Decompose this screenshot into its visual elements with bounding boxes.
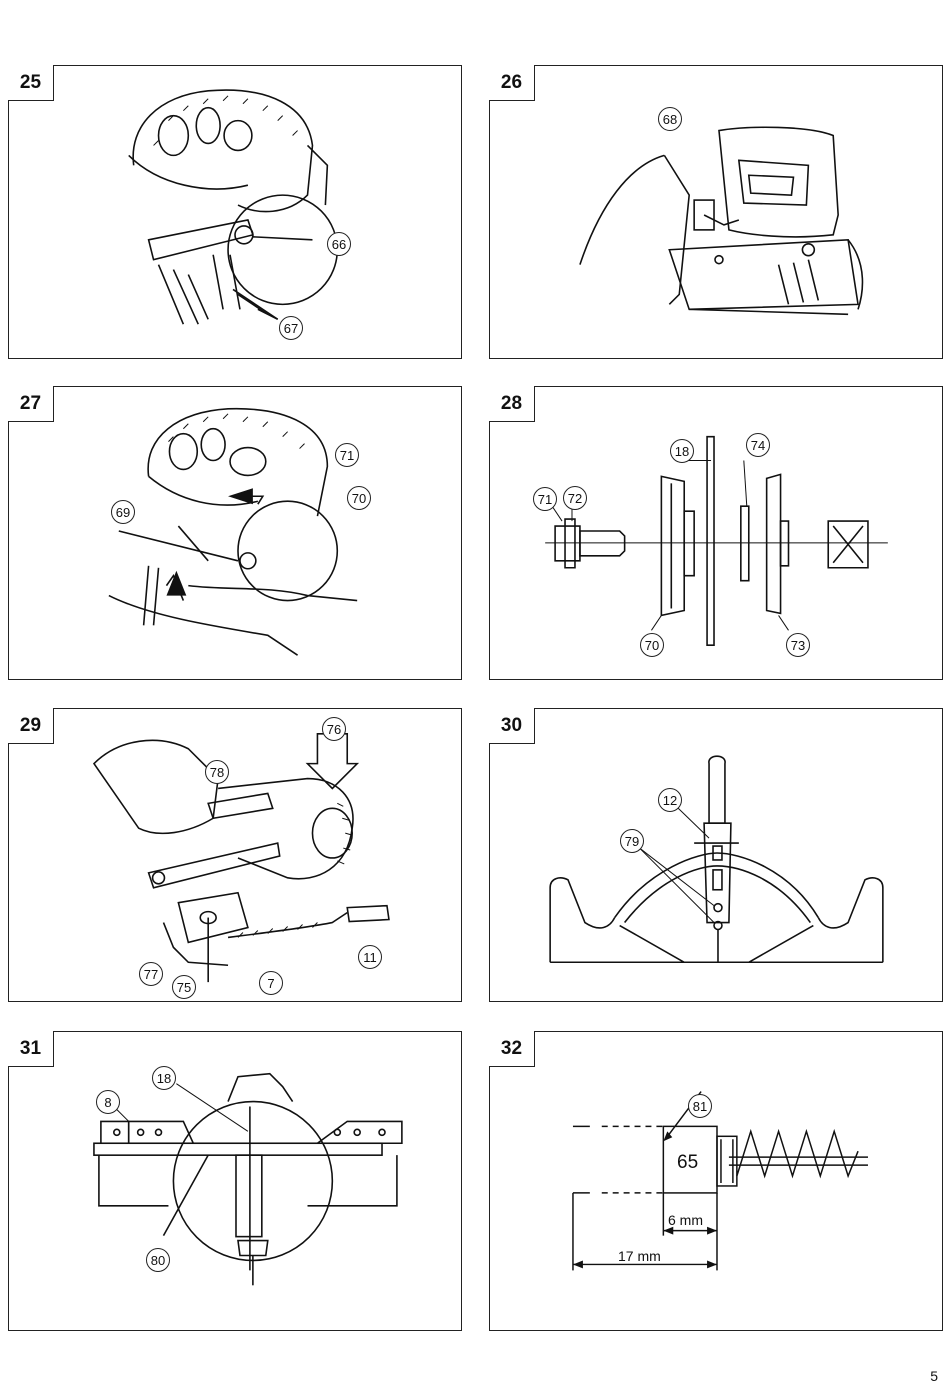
carbon-brush-wear-diagram xyxy=(572,1091,868,1271)
figure-26: 26 68 xyxy=(489,65,943,359)
figure-27: 27 71 70 69 xyxy=(8,386,462,680)
figure-number: 30 xyxy=(489,708,535,744)
figure-number: 27 xyxy=(8,386,54,422)
figure-28: 28 18 74 71 72 70 73 xyxy=(489,386,943,680)
callout-11: 11 xyxy=(358,945,382,969)
callout-77: 77 xyxy=(139,962,163,986)
figure-number: 32 xyxy=(489,1031,535,1067)
callout-71: 71 xyxy=(335,443,359,467)
callout-79: 79 xyxy=(620,829,644,853)
callout-70: 70 xyxy=(347,486,371,510)
figure-31: 31 18 8 80 xyxy=(8,1031,462,1331)
callout-18: 18 xyxy=(670,439,694,463)
figure-29: 29 76 78 77 75 7 11 xyxy=(8,708,462,1002)
callout-70: 70 xyxy=(640,633,664,657)
callout-78: 78 xyxy=(205,760,229,784)
figure-number: 25 xyxy=(8,65,54,101)
figure-number: 29 xyxy=(8,708,54,744)
callout-18: 18 xyxy=(152,1066,176,1090)
lock-pin-illustration xyxy=(549,755,884,964)
figure-number: 28 xyxy=(489,386,535,422)
dimension-17mm: 17 mm xyxy=(618,1248,661,1264)
callout-75: 75 xyxy=(172,975,196,999)
callout-68: 68 xyxy=(658,107,682,131)
callout-8: 8 xyxy=(96,1090,120,1114)
figure-32: 32 81 65 6 mm 17 mm xyxy=(489,1031,943,1331)
callout-67: 67 xyxy=(279,316,303,340)
callout-7: 7 xyxy=(259,971,283,995)
brush-block-label: 65 xyxy=(677,1152,699,1173)
callout-81: 81 xyxy=(688,1094,712,1118)
callout-12: 12 xyxy=(658,788,682,812)
figure-30: 30 12 79 xyxy=(489,708,943,1002)
dimension-6mm: 6 mm xyxy=(668,1212,703,1228)
figure-25: 25 66 67 xyxy=(8,65,462,359)
callout-76: 76 xyxy=(322,717,346,741)
callout-73: 73 xyxy=(786,633,810,657)
page-number: 5 xyxy=(930,1368,938,1384)
callout-66: 66 xyxy=(327,232,351,256)
blade-assembly-diagram xyxy=(545,435,888,647)
callout-72: 72 xyxy=(563,486,587,510)
lock-lever-illustration xyxy=(579,126,864,316)
top-view-blade-alignment-illustration xyxy=(93,1072,403,1286)
saw-blade-bolt-illustration xyxy=(128,89,339,325)
callout-74: 74 xyxy=(746,433,770,457)
miter-saw-overview-illustration xyxy=(92,733,390,983)
callout-80: 80 xyxy=(146,1248,170,1272)
figure-number: 31 xyxy=(8,1031,54,1067)
figure-number: 26 xyxy=(489,65,535,101)
callout-71: 71 xyxy=(533,487,557,511)
wrench-removal-illustration xyxy=(108,408,358,656)
callout-69: 69 xyxy=(111,500,135,524)
